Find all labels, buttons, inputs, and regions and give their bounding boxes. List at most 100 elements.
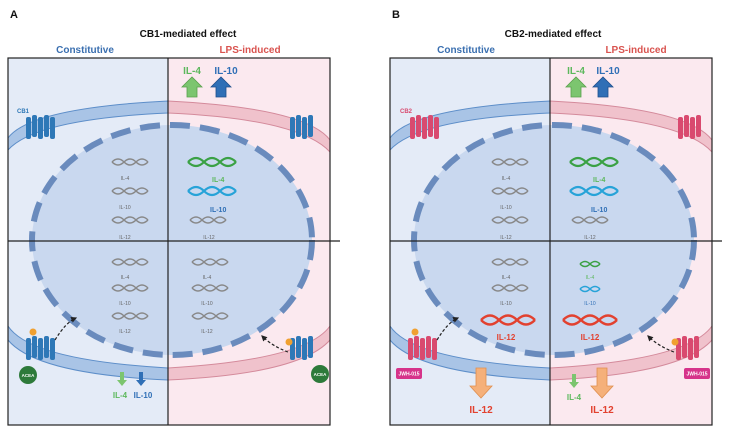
panel-b-bottom-right-il12-label: IL-12 [590, 405, 614, 416]
panel-b: B CB2-mediated effect Constitutive LPS-i… [389, 9, 722, 426]
dna-helix-icon [579, 285, 601, 293]
gene-label-il10: IL-10 [210, 207, 226, 214]
gene-label-il10: IL-10 [591, 207, 607, 214]
gene-group-bl: IL-4 IL-10 IL-12 [480, 258, 536, 342]
gene-label-il4: IL-4 [586, 275, 595, 281]
gene-label-il12: IL-12 [497, 333, 516, 342]
dna-helix-icon [111, 187, 149, 195]
cb2-receptor-icon [408, 328, 437, 360]
gene-label-il4: IL-4 [203, 275, 212, 281]
gene-label-il12: IL-12 [500, 235, 512, 241]
panel-a-agonist-label: ACEA [22, 373, 36, 378]
panel-a-constitutive-label: Constitutive [56, 45, 114, 56]
dna-helix-icon [491, 284, 529, 292]
dna-helix-icon [480, 314, 536, 326]
gene-label-il12: IL-12 [581, 333, 600, 342]
panel-a-bottom-il4-label: IL-4 [113, 391, 128, 400]
dna-helix-icon [111, 158, 149, 166]
gene-label-il12: IL-12 [203, 235, 215, 241]
curved-dashed-arrow-icon [261, 335, 289, 353]
gene-label-il10: IL-10 [119, 301, 131, 307]
panel-a-top-il4-label: IL-4 [183, 66, 201, 77]
gene-label-il12: IL-12 [201, 329, 213, 335]
dna-helix-icon [491, 258, 529, 266]
jwh-015-ligand-icon: JWH-015 [684, 368, 710, 379]
down-arrow-icon [469, 367, 493, 399]
panel-b-nucleus [411, 122, 697, 358]
gene-group-br: IL-4 IL-10 IL-12 [562, 260, 618, 342]
down-arrow-icon [590, 367, 614, 399]
gene-label-il10: IL-10 [119, 205, 131, 211]
cb1-receptor-icon [290, 115, 313, 139]
panel-b-letter: B [392, 9, 400, 21]
gene-label-il4: IL-4 [593, 177, 606, 184]
up-arrow-icon [592, 76, 614, 98]
gene-group-tr: IL-4 IL-10 IL-12 [569, 156, 619, 241]
panel-a-agonist-label: ACEA [314, 372, 328, 377]
dna-helix-icon [191, 312, 229, 320]
dna-helix-icon [187, 185, 237, 197]
panel-b-agonist-label: JWH-015 [398, 372, 419, 378]
dna-helix-icon [491, 187, 529, 195]
panel-a-lps-label: LPS-induced [219, 45, 280, 56]
gene-label-il10: IL-10 [500, 205, 512, 211]
up-arrow-icon [565, 76, 587, 98]
panel-b-title: CB2-mediated effect [505, 29, 602, 40]
down-arrow-icon [136, 372, 146, 386]
dna-helix-icon [569, 185, 619, 197]
up-arrow-icon [181, 76, 203, 98]
panel-b-constitutive-label: Constitutive [437, 45, 495, 56]
gene-label-il4: IL-4 [502, 176, 511, 182]
acea-ligand-icon: ACEA [311, 365, 329, 383]
gene-group-bl: IL-4 IL-10 IL-12 [111, 258, 149, 335]
cb1-receptor-icon [26, 328, 55, 360]
panel-a-nucleus [29, 122, 315, 358]
gene-label-il12: IL-12 [119, 329, 131, 335]
dna-helix-icon [111, 216, 149, 224]
cb2-receptor-icon [410, 115, 439, 139]
acea-ligand-icon: ACEA [19, 366, 37, 384]
dna-helix-icon [571, 216, 609, 224]
panel-b-bottom-left-il12-label: IL-12 [469, 405, 493, 416]
dna-helix-icon [579, 260, 601, 268]
gene-label-il12: IL-12 [119, 235, 131, 241]
gene-label-il4: IL-4 [212, 177, 225, 184]
panel-a-letter: A [10, 9, 18, 21]
dna-helix-icon [191, 284, 229, 292]
down-arrow-icon [569, 374, 579, 388]
dna-helix-icon [111, 312, 149, 320]
dna-helix-icon [569, 156, 619, 168]
panel-a-bottom-il10-label: IL-10 [134, 391, 153, 400]
gene-label-il10: IL-10 [500, 301, 512, 307]
panel-b-bottom-right-il4-label: IL-4 [567, 393, 582, 402]
panel-a-receptor-label: CB1 [17, 109, 30, 115]
gene-group-br: IL-4 IL-10 IL-12 [191, 258, 229, 335]
panel-b-lps-label: LPS-induced [605, 45, 666, 56]
panel-a: A CB1-mediated effect Constitutive LPS-i… [7, 9, 340, 426]
gene-label-il10: IL-10 [201, 301, 213, 307]
panel-a-title: CB1-mediated effect [140, 29, 237, 40]
dna-helix-icon [189, 216, 227, 224]
panel-a-top-il10-label: IL-10 [214, 66, 238, 77]
dna-helix-icon [562, 314, 618, 326]
cb2-receptor-icon [678, 115, 701, 139]
gene-label-il12: IL-12 [584, 235, 596, 241]
dna-helix-icon [491, 158, 529, 166]
dna-helix-icon [491, 216, 529, 224]
cb2-receptor-icon [671, 336, 699, 360]
jwh-015-ligand-icon: JWH-015 [396, 368, 422, 379]
curved-dashed-arrow-icon [647, 335, 675, 353]
panel-b-receptor-label: CB2 [400, 109, 413, 115]
gene-group-tr: IL-4 IL-10 IL-12 [187, 156, 237, 241]
panel-b-agonist-label: JWH-015 [686, 372, 707, 378]
cb1-receptor-icon [285, 336, 313, 360]
dna-helix-icon [111, 284, 149, 292]
gene-label-il4: IL-4 [121, 176, 130, 182]
gene-group-tl: IL-4 IL-10 IL-12 [111, 158, 149, 241]
panel-b-top-il10-label: IL-10 [596, 66, 620, 77]
up-arrow-icon [210, 76, 232, 98]
panel-b-top-il4-label: IL-4 [567, 66, 585, 77]
gene-label-il4: IL-4 [121, 275, 130, 281]
down-arrow-icon [117, 372, 127, 386]
dna-helix-icon [187, 156, 237, 168]
